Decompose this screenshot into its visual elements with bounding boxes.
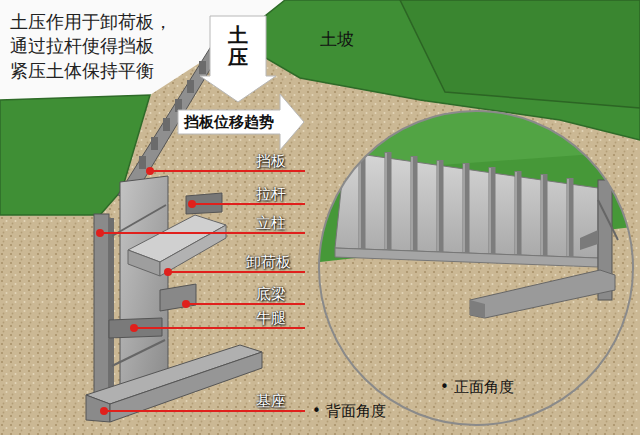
arrow-outline	[178, 94, 304, 150]
arrow-label: 挡板位移趋势	[184, 113, 274, 131]
slope-label: 土坡	[320, 30, 354, 48]
zoom-border	[319, 111, 633, 425]
part-label: 基座	[256, 392, 286, 410]
part-label: 拉杆	[256, 185, 286, 203]
part-label: 挡板	[256, 152, 286, 170]
leader-dots	[96, 167, 196, 415]
part-label: 卸荷板	[246, 253, 291, 271]
zoom-view	[300, 100, 640, 435]
column	[94, 214, 109, 406]
bottom-beam	[160, 284, 196, 311]
unloading-plate-edge	[128, 250, 160, 276]
leader-lines	[100, 171, 305, 411]
soil-slope-upper	[400, 0, 640, 108]
view-caption: • 正面角度	[440, 378, 514, 396]
view-caption: • 背面角度	[312, 402, 386, 420]
column-side	[109, 218, 114, 404]
displacement-arrow: 挡板位移趋势	[178, 94, 304, 150]
tie-rod	[112, 205, 166, 236]
retaining-panel	[120, 176, 168, 398]
arrow-label: 土压	[228, 24, 248, 68]
arrow-text-holder: 挡板位移趋势	[184, 113, 274, 131]
part-label: 底梁	[256, 285, 286, 303]
arrow-text-holder: 土压	[228, 24, 248, 68]
arrow-outline	[200, 16, 276, 102]
part-label: 立柱	[256, 214, 286, 232]
base-end	[86, 395, 110, 422]
tie-rod	[112, 340, 165, 366]
earth-pressure-arrow: 土压	[200, 16, 276, 102]
note-text: 土压作用于卸荷板， 通过拉杆使得挡板 紧压土体保持平衡	[10, 10, 176, 83]
part-label: 牛腿	[256, 309, 286, 327]
